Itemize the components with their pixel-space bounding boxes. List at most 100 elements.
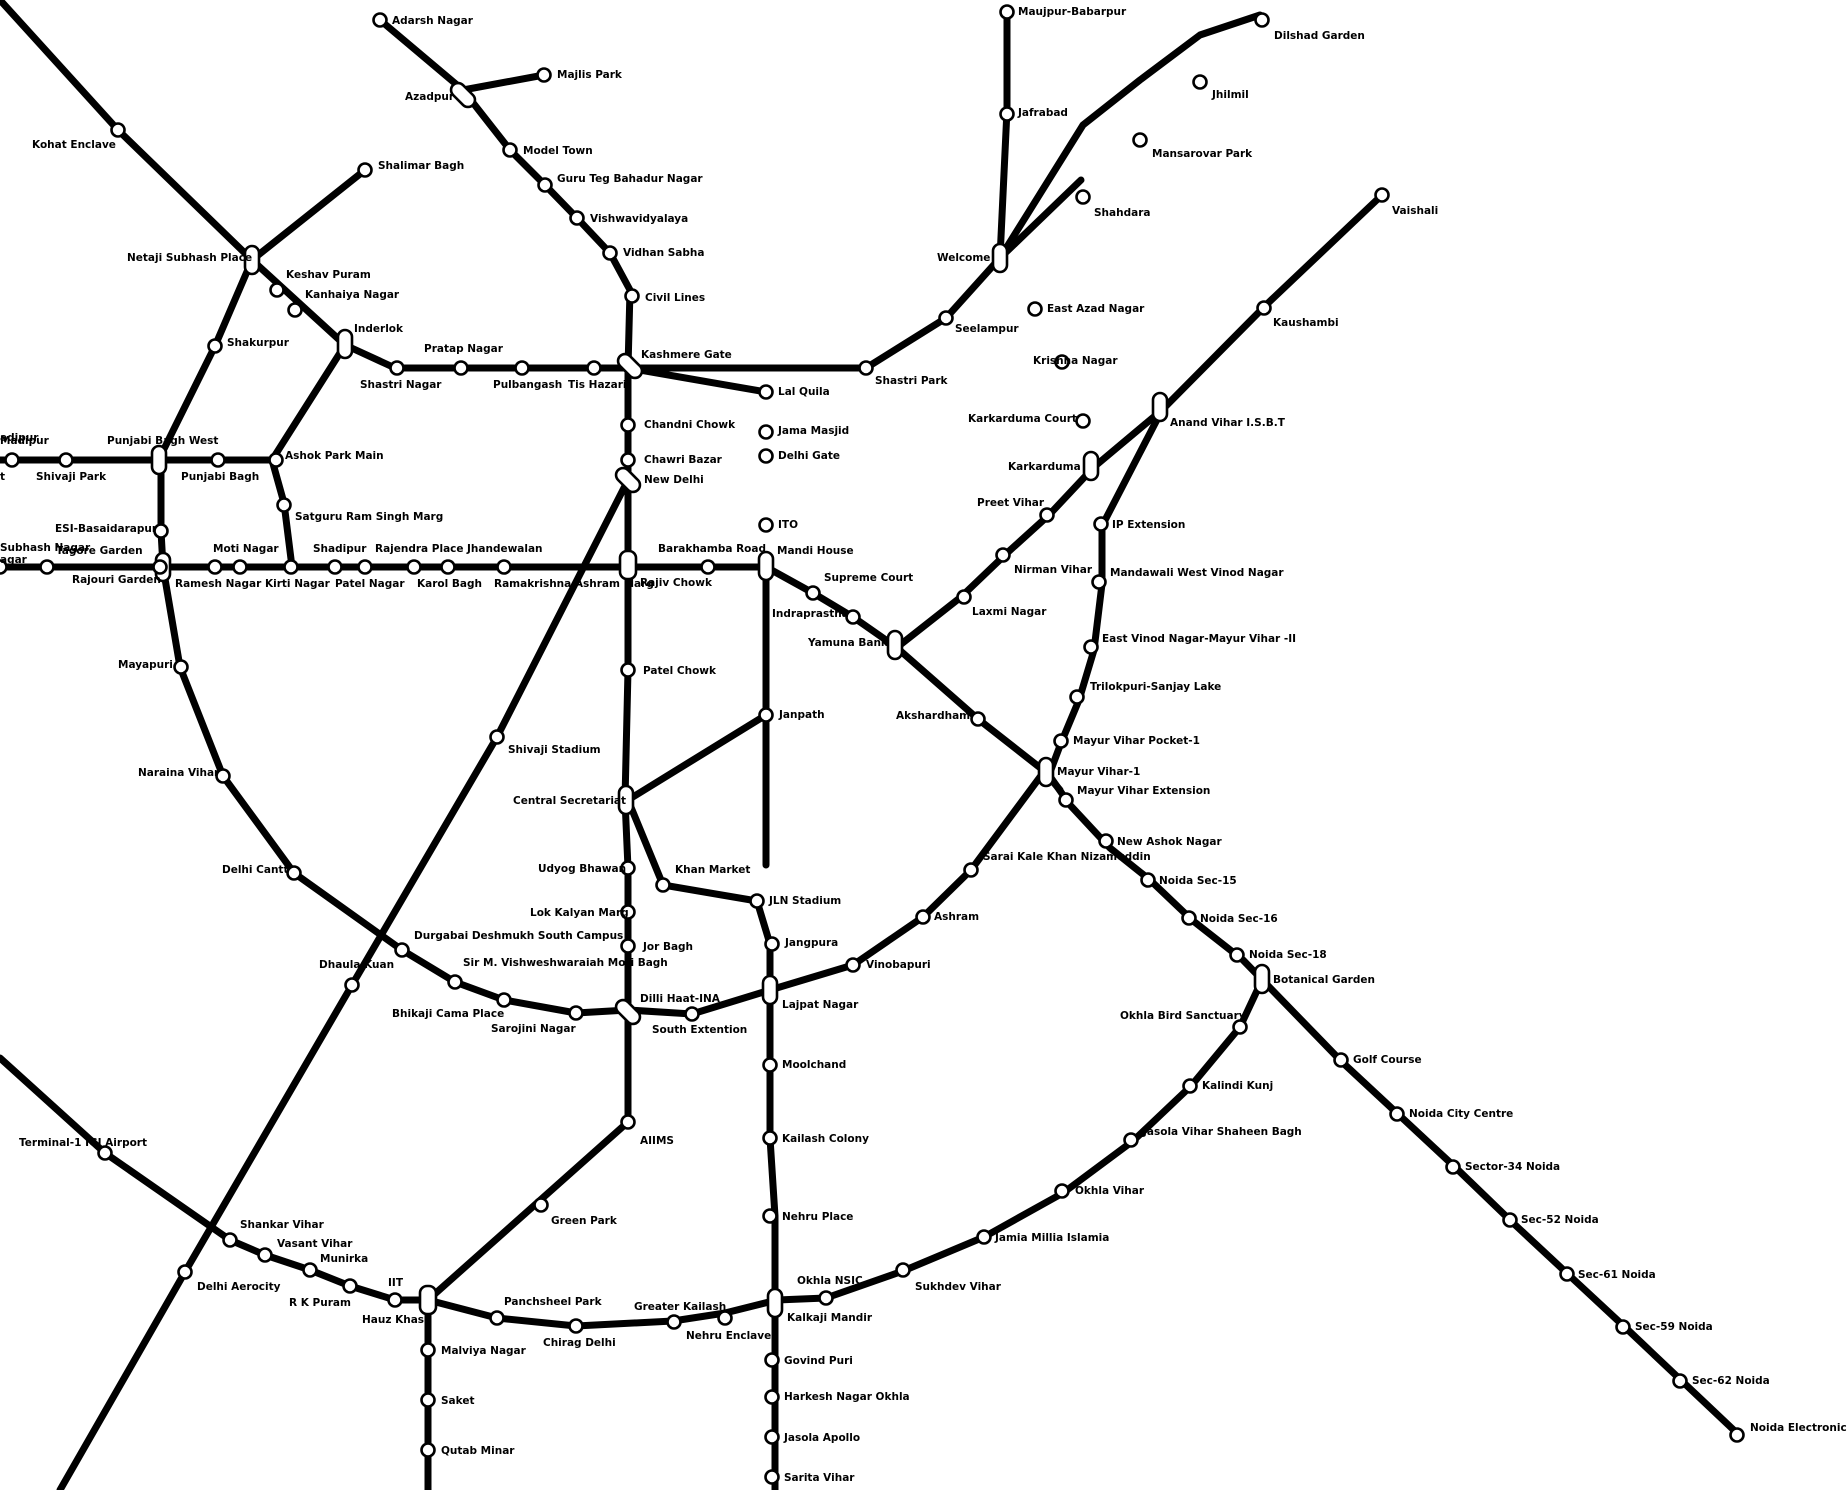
station-govind-puri[interactable] (764, 1352, 780, 1368)
station-shadipur[interactable] (283, 559, 299, 575)
station-jasola-apollo[interactable] (764, 1429, 780, 1445)
station-supreme-court[interactable] (805, 585, 821, 601)
station-shalimar-bagh[interactable] (357, 162, 373, 178)
station-new-ashok-nagar[interactable] (1098, 833, 1114, 849)
station-south-extention[interactable] (684, 1006, 700, 1022)
station-noida-city-centre[interactable] (1389, 1106, 1405, 1122)
station-punjabi-bagh-west[interactable] (150, 444, 168, 476)
station-moolchand[interactable] (762, 1057, 778, 1073)
station-rajiv-chowk[interactable] (618, 549, 638, 581)
station-trilokpuri-sanjay-lake[interactable] (1069, 689, 1085, 705)
station-rajendra-place[interactable] (357, 559, 373, 575)
station-barakhamba-road[interactable] (700, 559, 716, 575)
station-bhikaji-cama-place[interactable] (496, 992, 512, 1008)
station-okhla-bird-sanctuary[interactable] (1232, 1019, 1248, 1035)
station-patel-nagar[interactable] (327, 559, 343, 575)
station-okhla-vihar[interactable] (1054, 1183, 1070, 1199)
station-malviya-nagar[interactable] (420, 1342, 436, 1358)
station-harkesh-nagar-okhla[interactable] (764, 1389, 780, 1405)
station-jhilmil[interactable] (1192, 74, 1208, 90)
station-nirman-vihar[interactable] (995, 547, 1011, 563)
station-sec-61-noida[interactable] (1559, 1266, 1575, 1282)
station-akshardham[interactable] (970, 711, 986, 727)
station-shahdara[interactable] (1075, 189, 1091, 205)
station-okhla-nsic[interactable] (818, 1290, 834, 1306)
station-mandi-house[interactable] (757, 550, 775, 582)
station-krishna-nagar[interactable] (1054, 354, 1070, 370)
station-mayur-vihar-pocket-1[interactable] (1053, 733, 1069, 749)
station-east-vinod-nagar-mayur-vihar-ii[interactable] (1083, 639, 1099, 655)
station-patel-chowk[interactable] (620, 662, 636, 678)
station-model-town[interactable] (502, 142, 518, 158)
station-netaji-subhash-place[interactable] (243, 244, 261, 276)
station-pulbangash[interactable] (514, 360, 530, 376)
station-adarsh-nagar[interactable] (372, 12, 388, 28)
station-karkarduma[interactable] (1082, 450, 1100, 482)
station-ip-extension[interactable] (1093, 516, 1109, 532)
station-delhi-gate[interactable] (758, 448, 774, 464)
station-dhaula-kuan[interactable] (344, 977, 360, 993)
station-aiims[interactable] (620, 1114, 636, 1130)
station-inderlok[interactable] (336, 328, 354, 360)
station-saket[interactable] (420, 1392, 436, 1408)
station-green-park[interactable] (533, 1197, 549, 1213)
station-kashmere-gate[interactable] (615, 351, 645, 381)
station-noida-sec-16[interactable] (1181, 910, 1197, 926)
station-ramesh-nagar[interactable] (152, 559, 168, 575)
station-shastri-nagar[interactable] (389, 360, 405, 376)
station-durgabai-deshmukh-south-campus[interactable] (394, 942, 410, 958)
station-east-azad-nagar[interactable] (1027, 301, 1043, 317)
station-naraina-vihar[interactable] (215, 768, 231, 784)
station-jor-bagh[interactable] (620, 938, 636, 954)
station-sukhdev-vihar[interactable] (895, 1262, 911, 1278)
station-satguru-ram-singh-marg[interactable] (276, 497, 292, 513)
station-vinobapuri[interactable] (845, 957, 861, 973)
station-civil-lines[interactable] (624, 288, 640, 304)
station-kalindi-kunj[interactable] (1182, 1078, 1198, 1094)
station-sarai-kale-khan-nizamuddin[interactable] (963, 862, 979, 878)
station-vasant-vihar[interactable] (257, 1247, 273, 1263)
station-madipur[interactable] (4, 452, 20, 468)
station-karol-bagh[interactable] (406, 559, 422, 575)
station-welcome[interactable] (991, 242, 1009, 274)
station-tis-hazari[interactable] (586, 360, 602, 376)
station-majlis-park[interactable] (536, 67, 552, 83)
station-udyog-bhawan[interactable] (620, 860, 636, 876)
station-nehru-place[interactable] (762, 1208, 778, 1224)
station-guru-teg-bahadur-nagar[interactable] (537, 177, 553, 193)
station-jhandewalan[interactable] (440, 559, 456, 575)
station-tagore-garden[interactable] (39, 559, 55, 575)
station-panchsheel-park[interactable] (489, 1310, 505, 1326)
station-golf-course[interactable] (1333, 1052, 1349, 1068)
station-ito[interactable] (758, 517, 774, 533)
station-subhash-nagar[interactable] (0, 559, 8, 575)
station-iit[interactable] (387, 1292, 403, 1308)
station-sarita-vihar[interactable] (764, 1469, 780, 1485)
station-karkarduma-court[interactable] (1075, 413, 1091, 429)
station-moti-nagar[interactable] (207, 559, 223, 575)
station-punjabi-bagh[interactable] (210, 452, 226, 468)
station-terminal-1-igi-airport[interactable] (97, 1145, 113, 1161)
station-chawri-bazar[interactable] (620, 452, 636, 468)
station-noida-sec-15[interactable] (1140, 872, 1156, 888)
station-vishwavidyalaya[interactable] (569, 210, 585, 226)
station-yamuna-bank[interactable] (886, 629, 904, 661)
station-lok-kalyan-marg[interactable] (620, 904, 636, 920)
station-esi-basaidarapur[interactable] (153, 523, 169, 539)
station-qutab-minar[interactable] (420, 1442, 436, 1458)
station-azadpur[interactable] (448, 80, 478, 110)
station-ramakrishna-ashram-marg[interactable] (496, 559, 512, 575)
station-sec-59-noida[interactable] (1615, 1319, 1631, 1335)
station-kohat-enclave[interactable] (110, 122, 126, 138)
station-jama-masjid[interactable] (758, 424, 774, 440)
station-ashram[interactable] (915, 909, 931, 925)
station-new-delhi[interactable] (613, 465, 643, 495)
station-maujpur-babarpur[interactable] (999, 4, 1015, 20)
station-ashok-park-main[interactable] (268, 452, 284, 468)
station-shivaji-stadium[interactable] (489, 729, 505, 745)
station-dilshad-garden[interactable] (1254, 12, 1270, 28)
station-shankar-vihar[interactable] (222, 1232, 238, 1248)
station-delhi-aerocity[interactable] (177, 1264, 193, 1280)
station-sec-52-noida[interactable] (1502, 1212, 1518, 1228)
station-mayur-vihar-1[interactable] (1037, 756, 1055, 788)
